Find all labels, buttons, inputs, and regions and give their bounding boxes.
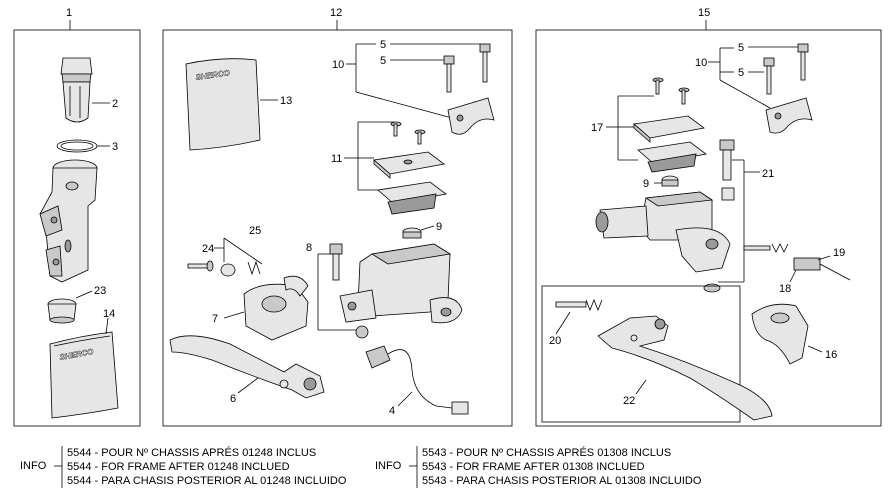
callout-5a: 5	[380, 39, 386, 51]
info-left-line-1: 5544 - POUR Nº CHASSIS APRÉS 01248 INCLU…	[67, 447, 317, 459]
info-tag-right: INFO	[375, 460, 402, 472]
info-bracket-left	[54, 446, 63, 488]
callout-25: 25	[249, 225, 261, 237]
callout-13: 13	[280, 95, 292, 107]
callout-q5a: 5	[738, 42, 744, 54]
info-right-line-3: 5543 - PARA CHASIS POSTERIOR AL 01308 IN…	[422, 475, 702, 487]
callout-6: 6	[230, 393, 236, 405]
panel-12: 12 SHERCO 13 5 5 10 1	[162, 7, 513, 427]
info-lines-right: 5543 - POUR Nº CHASSIS APRÉS 01308 INCLU…	[422, 446, 701, 488]
cover-screws-15	[652, 77, 690, 105]
panel-frame-1	[13, 29, 141, 427]
reservoir-float	[402, 227, 422, 239]
brake-lever	[169, 335, 325, 399]
callout-q21: 21	[762, 168, 774, 180]
callout-4: 4	[389, 405, 395, 417]
bolt-5a	[479, 43, 491, 83]
callout-q20: 20	[549, 335, 561, 347]
master-cylinder-15	[595, 191, 731, 293]
callout-24: 24	[202, 243, 214, 255]
info-left-line-2: 5544 - FOR FRAME AFTER 01248 INCLUED	[67, 461, 290, 473]
callout-8: 8	[306, 242, 312, 254]
callout-7: 7	[212, 313, 218, 325]
panel-1: 1 2 3	[13, 7, 141, 427]
reservoir-cover	[373, 151, 445, 179]
bolt-q5a	[797, 43, 809, 81]
callout-q19: 19	[833, 247, 845, 259]
inset-frame	[541, 285, 741, 423]
cover-screws	[390, 121, 426, 145]
lever-guard-15	[751, 303, 809, 365]
sherco-bag: SHERCO	[49, 331, 119, 419]
bolt-5b	[443, 55, 455, 93]
reservoir-cover-15	[633, 115, 705, 143]
dust-boot	[47, 298, 77, 324]
callout-q22: 22	[623, 395, 635, 407]
bolt-q5b	[763, 57, 775, 95]
callout-q18: 18	[779, 283, 791, 295]
master-cylinder-12	[339, 243, 463, 339]
info-right-line-2: 5543 - FOR FRAME AFTER 01308 INCLUED	[422, 461, 645, 473]
handlebar-clamp	[447, 97, 495, 135]
reservoir-cup	[60, 57, 93, 123]
callout-23: 23	[94, 285, 106, 297]
callout-3: 3	[112, 141, 118, 153]
callout-2: 2	[112, 98, 118, 110]
callout-11: 11	[331, 153, 342, 165]
pushrod	[187, 260, 214, 272]
callout-9: 9	[436, 221, 442, 233]
master-cylinder-body	[39, 159, 98, 283]
pushrod-15	[555, 298, 603, 312]
callout-q9: 9	[643, 178, 649, 190]
panel-label-12: 12	[330, 7, 342, 19]
callout-10: 10	[332, 59, 344, 71]
clamp-15	[765, 97, 813, 134]
float-15	[661, 175, 679, 187]
panel-frame-15	[535, 29, 882, 427]
callout-q10: 10	[695, 57, 707, 69]
callout-5b: 5	[380, 55, 386, 67]
callout-q5b: 5	[738, 67, 744, 79]
callout-q17: 17	[591, 122, 603, 134]
diaphragm	[377, 181, 447, 215]
banjo-bolt	[329, 243, 343, 281]
panel-frame-12	[162, 29, 513, 427]
pushrod-spring	[220, 260, 261, 277]
sherco-bag-13: SHERCO	[185, 58, 261, 151]
switch-15	[743, 243, 851, 281]
panel-label-15: 15	[698, 7, 710, 19]
callout-14: 14	[103, 308, 115, 320]
info-left-line-3: 5544 - PARA CHASIS POSTERIOR AL 01248 IN…	[67, 475, 347, 487]
panel-label-1: 1	[66, 7, 72, 19]
brake-switch	[365, 345, 469, 415]
banjo-bolt-15	[719, 139, 735, 201]
info-lines-left: 5544 - POUR Nº CHASSIS APRÉS 01248 INCLU…	[67, 446, 346, 488]
panel-15: 15 5 5 10 17	[535, 7, 882, 427]
callout-q16: 16	[825, 349, 837, 361]
info-right-line-1: 5543 - POUR Nº CHASSIS APRÉS 01308 INCLU…	[422, 447, 672, 459]
diaphragm-15	[637, 141, 707, 173]
lever-holder	[243, 275, 309, 341]
info-bracket-right	[409, 446, 418, 488]
brake-lever-15	[597, 315, 773, 421]
info-tag-left: INFO	[20, 460, 47, 472]
